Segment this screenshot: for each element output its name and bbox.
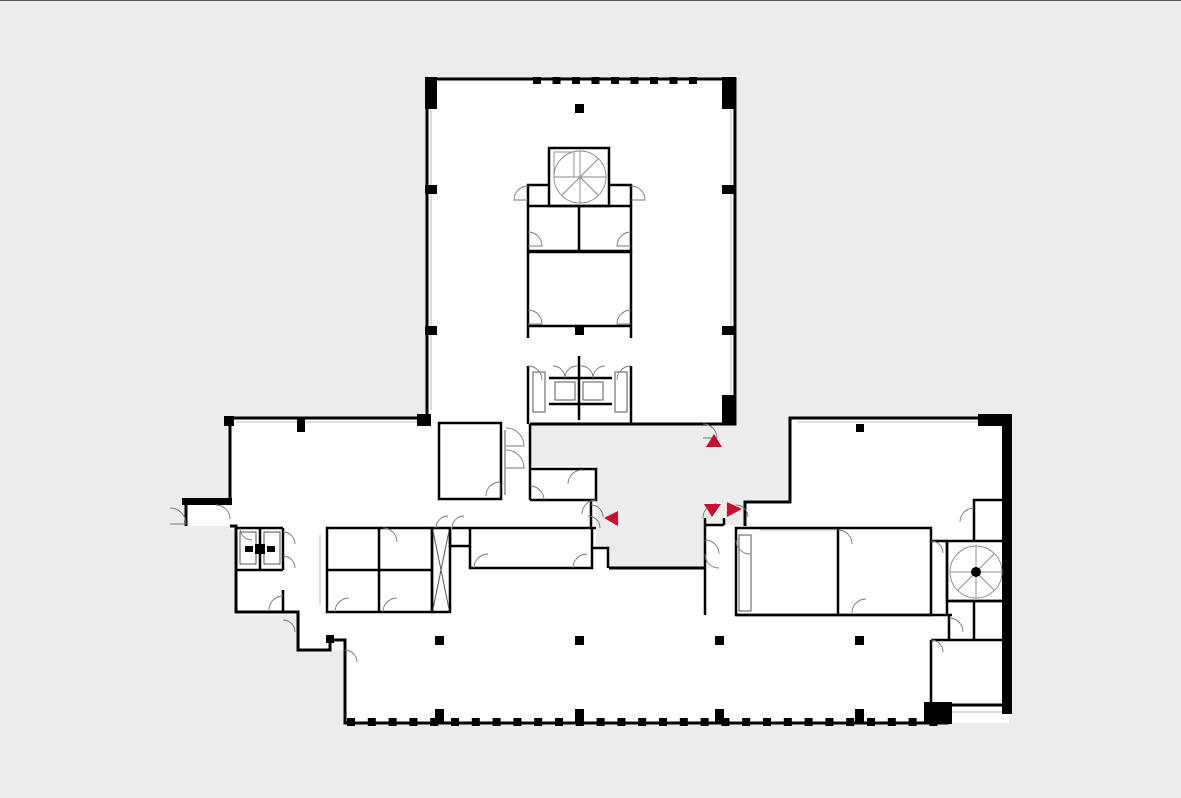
entrance-arrow-right-icon bbox=[727, 502, 742, 517]
wall-pier bbox=[630, 77, 639, 84]
wall-pier bbox=[513, 718, 522, 726]
doors bbox=[169, 185, 975, 663]
top-border-line bbox=[0, 0, 1181, 1]
wall-pier bbox=[638, 718, 647, 726]
wall-pier bbox=[887, 718, 896, 726]
wall-pier bbox=[689, 77, 697, 84]
restroom-fixture-blocks bbox=[245, 544, 275, 554]
wall-pier bbox=[596, 718, 605, 726]
wall-pier bbox=[492, 718, 501, 726]
spiral-stair-icon bbox=[949, 545, 1003, 599]
entrance-arrow-left-icon bbox=[604, 511, 618, 526]
wall-pier bbox=[804, 718, 813, 726]
wall-pier bbox=[669, 77, 678, 84]
wall-pier bbox=[908, 718, 917, 726]
wall-pier bbox=[659, 718, 667, 726]
wall-pier bbox=[846, 718, 855, 726]
top-wall-piers bbox=[533, 77, 697, 84]
wall-pier bbox=[929, 718, 938, 726]
wall-pier bbox=[534, 718, 543, 726]
wall-pier bbox=[367, 718, 376, 726]
wall-pier bbox=[388, 718, 397, 726]
wall-pier bbox=[572, 77, 580, 84]
wall-pier bbox=[650, 77, 658, 84]
wall-pier bbox=[783, 718, 792, 726]
wall-pier bbox=[867, 718, 875, 726]
entrance-arrow-down-icon bbox=[704, 504, 721, 517]
lobby-area bbox=[530, 424, 703, 568]
wall-pier bbox=[763, 718, 771, 726]
entrance-arrow-up-icon bbox=[706, 434, 722, 447]
wall-pier bbox=[409, 718, 418, 726]
wall-pier bbox=[347, 718, 355, 726]
wall-pier bbox=[591, 77, 600, 84]
spiral-stair-icon bbox=[553, 150, 607, 204]
interior-walls bbox=[236, 146, 1006, 705]
columns bbox=[326, 104, 864, 724]
wall-pier bbox=[533, 77, 541, 84]
wall-pier bbox=[552, 77, 561, 84]
wall-pier bbox=[451, 718, 459, 726]
wall-pier bbox=[721, 718, 730, 726]
stair-newel bbox=[971, 567, 981, 577]
wall-pier bbox=[825, 718, 834, 726]
wall-pier bbox=[679, 718, 688, 726]
wall-pier bbox=[742, 718, 751, 726]
floor-area bbox=[186, 79, 1009, 723]
wall-pier bbox=[700, 718, 709, 726]
wall-pier bbox=[555, 718, 563, 726]
wall-pier bbox=[611, 77, 619, 84]
wall-pier bbox=[471, 718, 480, 726]
wall-pier bbox=[430, 718, 439, 726]
wall-pier bbox=[617, 718, 626, 726]
entrance-markers bbox=[604, 434, 742, 526]
